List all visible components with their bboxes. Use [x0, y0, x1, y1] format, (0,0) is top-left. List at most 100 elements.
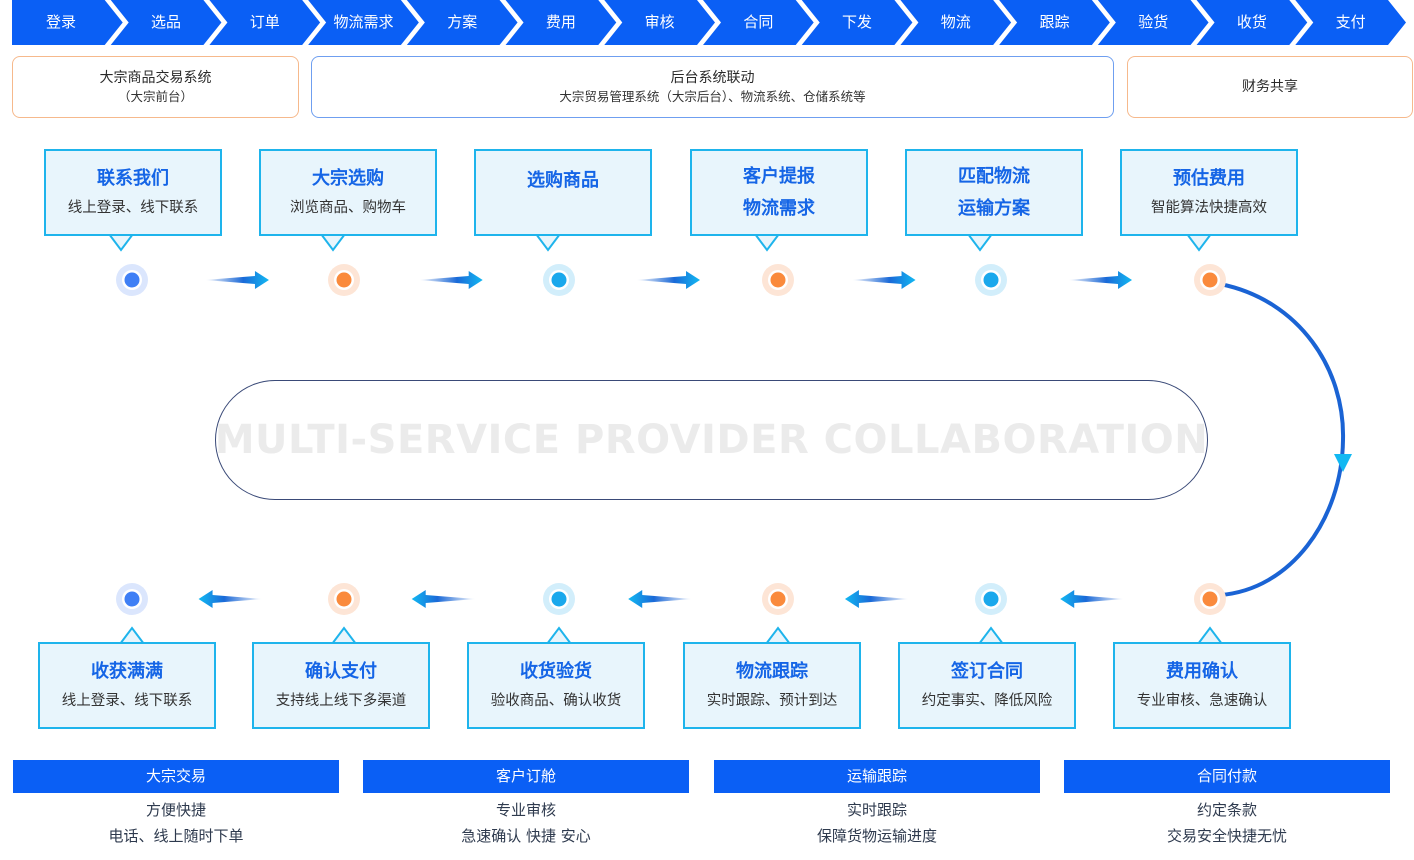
process-step-label: 订单: [249, 13, 280, 31]
process-step-label: 审核: [644, 13, 675, 31]
callout-pointer: [1185, 233, 1213, 252]
summary-line-2: 保障货物运输进度: [816, 827, 937, 845]
watermark-text: MULTI-SERVICE PROVIDER COLLABORATION: [214, 417, 1209, 463]
arrow-left-icon: [411, 590, 476, 608]
step-subtitle: 智能算法快捷高效: [1151, 199, 1267, 216]
backend-system-subtitle: 大宗贸易管理系统（大宗后台）、物流系统、仓储系统等: [559, 89, 866, 104]
front-system-title: 大宗商品交易系统: [99, 70, 212, 86]
step-title: 联系我们: [97, 167, 169, 189]
step-title: 确认支付: [305, 660, 377, 682]
step-title: 匹配物流: [958, 165, 1030, 187]
callout-pointer: [966, 233, 994, 252]
bottom-step-callout: 物流跟踪 实时跟踪、预计到达: [683, 642, 861, 729]
arrow-right-icon: [636, 271, 701, 289]
bottom-flow-node: [1194, 583, 1226, 615]
step-subtitle: 线上登录、线下联系: [61, 692, 193, 709]
process-step-label: 跟踪: [1039, 13, 1070, 31]
bottom-flow-node: [116, 583, 148, 615]
process-step-chevron: [505, 0, 617, 45]
step-title: 预估费用: [1173, 167, 1245, 189]
top-flow-node: [1194, 264, 1226, 296]
backend-system-title: 后台系统联动: [670, 70, 755, 86]
curve-arrow-icon: [1334, 454, 1352, 472]
bottom-step-callout: 签订合同 约定事实、降低风险: [898, 642, 1076, 729]
step-subtitle: 验收商品、确认收货: [490, 692, 622, 709]
arrow-right-icon: [204, 271, 269, 289]
bottom-step-callout: 费用确认 专业审核、急速确认: [1113, 642, 1291, 729]
process-step-chevron: [12, 0, 123, 45]
top-flow-node: [975, 264, 1007, 296]
process-step-label: 合同: [743, 13, 774, 31]
bottom-step-callout: 收货验货 验收商品、确认收货: [467, 642, 645, 729]
top-flow-node: [328, 264, 360, 296]
summary-line-1: 专业审核: [495, 801, 556, 819]
top-flow-node: [543, 264, 575, 296]
front-system-subtitle: （大宗前台）: [117, 89, 193, 104]
backend-system-box: 后台系统联动 大宗贸易管理系统（大宗后台）、物流系统、仓储系统等: [311, 56, 1114, 118]
bottom-flow-node: [762, 583, 794, 615]
step-title: 签订合同: [951, 660, 1023, 682]
top-step-callout: 大宗选购 浏览商品、购物车: [259, 149, 437, 236]
process-step-chevron: [1196, 0, 1308, 45]
process-step-label: 收货: [1236, 13, 1267, 31]
arrow-left-icon: [198, 590, 263, 608]
step-subtitle: 浏览商品、购物车: [290, 199, 406, 216]
bottom-flow-node: [975, 583, 1007, 615]
process-step-label: 支付: [1335, 13, 1366, 31]
return-curve: [1219, 282, 1346, 597]
arrow-right-icon: [1068, 271, 1133, 289]
top-flow-node: [116, 264, 148, 296]
arrow-left-icon: [628, 590, 693, 608]
summary-line-1: 实时跟踪: [846, 801, 907, 819]
callout-pointer: [319, 233, 347, 252]
collaboration-pill: MULTI-SERVICE PROVIDER COLLABORATION: [215, 380, 1208, 500]
summary-header: 客户订舱: [363, 760, 689, 793]
process-step-label: 登录: [46, 13, 77, 31]
arrow-right-icon: [418, 271, 483, 289]
finance-system-box: 财务共享: [1127, 56, 1413, 118]
step-title: 大宗选购: [312, 167, 384, 189]
process-step-label: 验货: [1138, 13, 1169, 31]
summary-header: 大宗交易: [13, 760, 339, 793]
bottom-step-callout: 确认支付 支持线上线下多渠道: [252, 642, 430, 729]
step-title: 收货验货: [520, 660, 592, 682]
step-title: 物流跟踪: [736, 660, 808, 682]
summary-line-2: 交易安全快捷无忧: [1166, 827, 1287, 845]
step-subtitle: 线上登录、线下联系: [67, 199, 199, 216]
callout-pointer: [107, 233, 135, 252]
process-step-chevron: [308, 0, 419, 45]
arrow-left-icon: [844, 590, 909, 608]
process-step-label: 方案: [447, 13, 478, 31]
top-step-callout: 联系我们 线上登录、线下联系: [44, 149, 222, 236]
summary-line-2: 急速确认 快捷 安心: [461, 827, 591, 845]
process-step-label: 下发: [842, 13, 873, 31]
step-subtitle: 实时跟踪、预计到达: [706, 692, 838, 709]
step-title: 选购商品: [527, 170, 599, 191]
summary-line-1: 约定条款: [1196, 801, 1257, 819]
process-step-chevron: [999, 0, 1110, 45]
process-chevron-bar: [12, 0, 1406, 45]
process-step-chevron: [900, 0, 1012, 45]
step-subtitle: 约定事实、降低风险: [921, 692, 1053, 709]
process-step-label: 选品: [151, 13, 182, 31]
top-step-callout: 匹配物流 运输方案: [905, 149, 1083, 236]
arrow-left-icon: [1060, 590, 1125, 608]
step-title: 客户提报: [743, 165, 815, 187]
top-step-callout: 选购商品: [474, 149, 652, 236]
front-system-box: 大宗商品交易系统 （大宗前台）: [12, 56, 299, 118]
process-step-chevron: [406, 0, 518, 45]
step-subtitle: 专业审核、急速确认: [1136, 692, 1268, 709]
step-title: 费用确认: [1166, 660, 1238, 682]
summary-header: 运输跟踪: [714, 760, 1040, 793]
bottom-flow-node: [543, 583, 575, 615]
summary-header: 合同付款: [1064, 760, 1390, 793]
arrow-right-icon: [851, 271, 916, 289]
process-step-chevron: [209, 0, 321, 45]
process-step-chevron: [110, 0, 222, 45]
top-step-callout: 预估费用 智能算法快捷高效: [1120, 149, 1298, 236]
process-step-label: 物流需求: [333, 13, 394, 31]
step-subtitle: 支持线上线下多渠道: [275, 692, 407, 709]
process-step-chevron: [604, 0, 715, 45]
summary-line-2: 电话、线上随时下单: [108, 827, 244, 845]
top-flow-node: [762, 264, 794, 296]
